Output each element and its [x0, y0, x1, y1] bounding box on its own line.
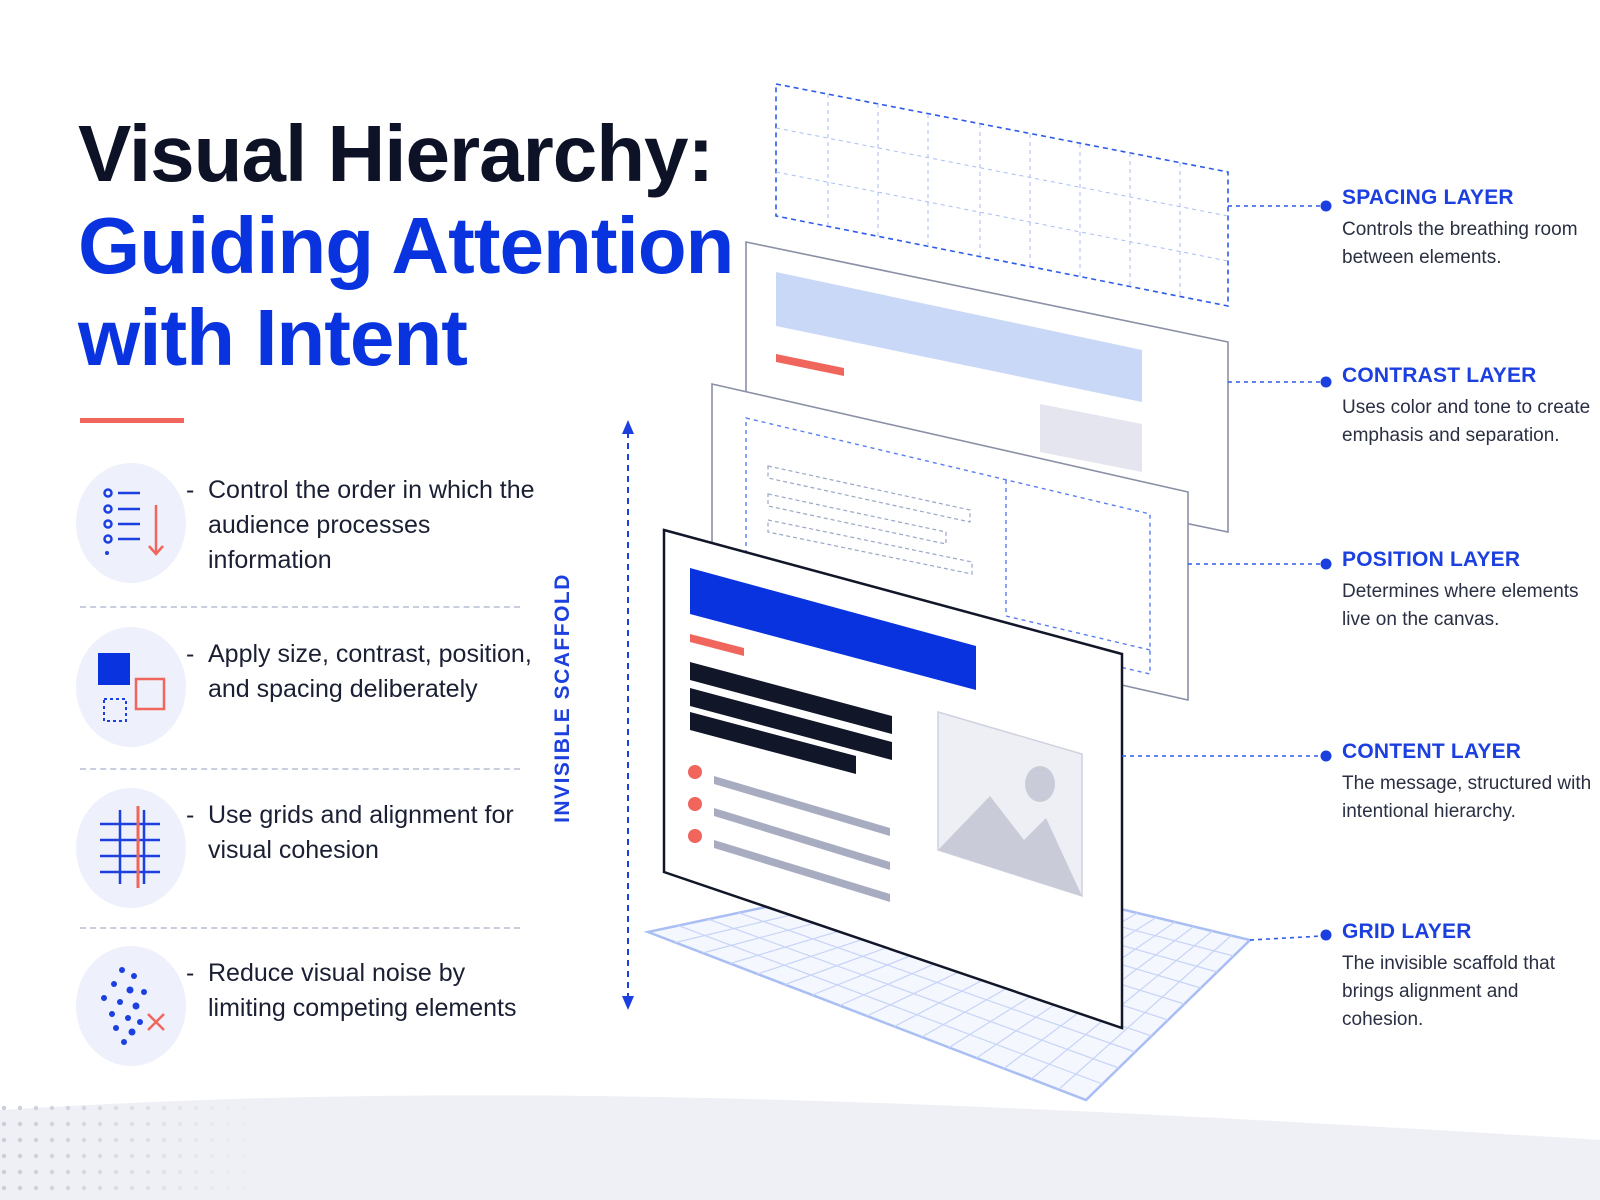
title-line-3: with Intent	[78, 293, 468, 382]
layer-description: The invisible scaffold that brings align…	[1342, 953, 1555, 1030]
position-layer-label: POSITION LAYER Determines where elements…	[1342, 546, 1592, 634]
ordered-list-arrow-icon	[76, 463, 186, 583]
layer-title: SPACING LAYER	[1342, 186, 1514, 209]
bullet-text: -Control the order in which the audience…	[186, 476, 535, 574]
layer-description: Uses color and tone to create emphasis a…	[1342, 397, 1591, 446]
layer-description: The message, structured with intentional…	[1342, 773, 1592, 822]
bullet-item: -Apply size, contrast, position, and spa…	[76, 627, 536, 757]
spacing-layer-plane	[775, 83, 1229, 307]
page-title: Visual Hierarchy: Guiding Attention with…	[78, 108, 734, 384]
title-line-1: Visual Hierarchy:	[78, 109, 714, 198]
image-placeholder-icon	[937, 711, 1083, 898]
bullet-divider	[80, 927, 520, 929]
layer-title: CONTENT LAYER	[1342, 740, 1522, 763]
title-line-2: Guiding Attention	[78, 201, 734, 290]
bullet-item: -Control the order in which the audience…	[76, 463, 536, 593]
contrast-layer-label: CONTRAST LAYER Uses color and tone to cr…	[1342, 362, 1592, 450]
grid-alignment-icon	[76, 788, 186, 908]
scaffold-arrow	[622, 420, 634, 1010]
spacing-layer-label: SPACING LAYER Controls the breathing roo…	[1342, 184, 1592, 272]
layer-connectors	[1122, 205, 1323, 941]
layer-description: Controls the breathing room between elem…	[1342, 219, 1578, 268]
content-layer-plane	[662, 528, 1124, 1030]
bullet-text: -Apply size, contrast, position, and spa…	[186, 640, 532, 703]
connector-dots	[1320, 200, 1332, 941]
grid-layer-label: GRID LAYER The invisible scaffold that b…	[1342, 918, 1592, 1034]
contrast-layer-plane	[745, 241, 1229, 533]
scattered-dots-x-icon	[76, 946, 186, 1066]
title-accent-bar	[80, 418, 184, 423]
content-layer-label: CONTENT LAYER The message, structured wi…	[1342, 738, 1592, 826]
layer-title: GRID LAYER	[1342, 920, 1472, 943]
size-contrast-squares-icon	[76, 627, 186, 747]
layer-description: Determines where elements live on the ca…	[1342, 581, 1579, 630]
bullet-text: -Reduce visual noise by limiting competi…	[186, 959, 517, 1022]
invisible-scaffold-label: INVISIBLE SCAFFOLD	[551, 573, 574, 823]
bullet-divider	[80, 606, 520, 608]
bullet-text: -Use grids and alignment for visual cohe…	[186, 801, 514, 864]
layer-title: CONTRAST LAYER	[1342, 364, 1537, 387]
bullet-item: -Reduce visual noise by limiting competi…	[76, 946, 536, 1076]
bullet-divider	[80, 768, 520, 770]
bullet-item: -Use grids and alignment for visual cohe…	[76, 788, 536, 918]
position-layer-plane	[711, 382, 1189, 702]
layer-title: POSITION LAYER	[1342, 548, 1521, 571]
